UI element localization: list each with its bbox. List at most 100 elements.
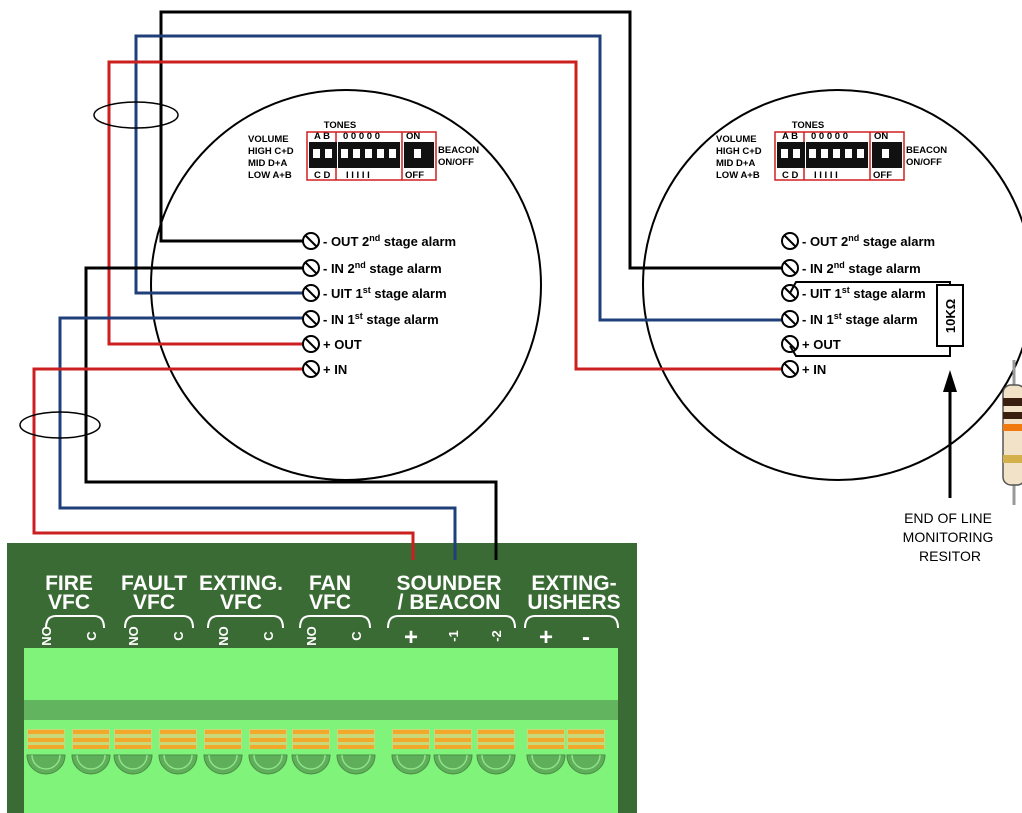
detector-2-dip-toggle xyxy=(793,149,800,158)
detector-1-dip-text: A B xyxy=(314,131,330,142)
detector-1-dip-text: C D xyxy=(314,170,331,181)
board-terminal-contact xyxy=(433,729,473,775)
board-group-title-line1: EXTING- xyxy=(531,572,616,595)
terminal-label-main: + IN xyxy=(323,362,347,377)
detector-2-screw-terminal xyxy=(781,232,799,250)
screw-slot xyxy=(304,337,318,351)
board-terminal-contact xyxy=(113,729,153,775)
detector-1-dip-text: OFF xyxy=(405,170,424,181)
detector-1-dip-text: BEACON xyxy=(438,145,479,156)
board-screw-opening xyxy=(248,754,288,775)
screw-slot xyxy=(304,234,318,248)
board-group-bracket xyxy=(387,615,516,629)
detector-2-screw-terminal xyxy=(781,259,799,277)
detector-2-dip-text: BEACON xyxy=(906,145,947,156)
detector-2-dip-text: TONES xyxy=(792,120,825,131)
detector-2-dip-text: VOLUME xyxy=(716,134,757,145)
detector-1-dip-toggle xyxy=(341,149,348,158)
wire-red-board-d1 xyxy=(32,367,415,560)
board-terminal-label: NO xyxy=(39,626,54,646)
board-terminal-contact xyxy=(248,729,288,775)
wire-blue-board-d1 xyxy=(58,316,457,560)
board-group-title-line1: FAN xyxy=(309,572,351,595)
board-terminal-contact xyxy=(71,729,111,775)
board-group-bracket xyxy=(207,615,284,629)
board-terminal-label: C xyxy=(171,631,186,641)
screw-slot xyxy=(783,234,797,248)
board-group-title-line2: UISHERS xyxy=(527,591,620,614)
detector-2-dip-toggle xyxy=(845,149,852,158)
eol-arrow-head xyxy=(943,370,957,392)
detector-2-terminal-label: - IN 1st stage alarm xyxy=(802,311,918,327)
board-screw-opening xyxy=(526,754,566,775)
terminal-label-sup: nd xyxy=(834,260,845,270)
terminal-label-main: - IN 2 xyxy=(802,261,834,276)
terminal-label-suffix: stage alarm xyxy=(850,286,926,301)
board-group-title-line1: FIRE xyxy=(45,572,93,595)
terminal-label-main: + OUT xyxy=(323,337,362,352)
detector-2-terminal-label: - IN 2nd stage alarm xyxy=(802,260,921,276)
board-terminal-label: + xyxy=(539,624,553,651)
detector-2-terminal-label: - OUT 2nd stage alarm xyxy=(802,233,935,249)
detector-1-dip-toggle xyxy=(414,149,421,158)
board-screw-opening xyxy=(291,754,331,775)
detector-2-dip-toggle xyxy=(833,149,840,158)
detector-2-screw-terminal xyxy=(781,360,799,378)
detector-2-dip-text: MID D+A xyxy=(716,158,755,169)
board-screw-opening xyxy=(476,754,516,775)
detector-2-dip-outline xyxy=(774,131,905,181)
wires xyxy=(32,10,782,560)
eol-resistor-wiring: 10KΩ xyxy=(789,281,964,357)
detector-2-dip-text: ON xyxy=(874,131,888,142)
terminal-label-sup: st xyxy=(355,311,363,321)
detector-1-dip-toggle xyxy=(353,149,360,158)
eol-note-line-1: END OF LINE xyxy=(904,510,992,526)
detector-2-dip-text: I I I I I xyxy=(814,170,838,181)
detector-1-dip-text: VOLUME xyxy=(248,134,289,145)
terminal-label-main: - OUT 2 xyxy=(323,234,369,249)
board-terminal-contact xyxy=(526,729,566,775)
board-terminal-contact xyxy=(291,729,331,775)
board-terminal-contact xyxy=(158,729,198,775)
detector-1-terminal-label: - UIT 1st stage alarm xyxy=(323,285,447,301)
detector-2-dip-text: C D xyxy=(782,170,799,181)
board-terminal-label: -1 xyxy=(446,630,461,642)
eol-note-line-2: MONITORING xyxy=(903,529,994,545)
terminal-label-main: + OUT xyxy=(802,337,841,352)
screw-slot xyxy=(783,337,797,351)
detector-2-terminal-label: + OUT xyxy=(802,337,841,352)
board-group-bracket xyxy=(299,615,371,629)
terminal-label-suffix: stage alarm xyxy=(371,286,447,301)
board-group-title-line1: FAULT xyxy=(121,572,187,595)
detector-2-circle xyxy=(642,89,1022,481)
cable-bundle-ellipse-bottom xyxy=(19,411,101,439)
screw-slot xyxy=(304,312,318,326)
detector-2-dip-text: ON/OFF xyxy=(906,157,942,168)
board-group-title-line2: VFC xyxy=(309,591,351,614)
board-terminal-contact xyxy=(203,729,243,775)
detector-1-dip-toggle xyxy=(377,149,384,158)
detector-2-dip-text: 0 0 0 0 0 xyxy=(811,131,848,142)
detector-2-dip-text: LOW A+B xyxy=(716,170,760,181)
detector-1-dip-toggle xyxy=(313,149,320,158)
board-group-title-line2: VFC xyxy=(133,591,175,614)
detector-1-dip-text: LOW A+B xyxy=(248,170,292,181)
board-group-bracket xyxy=(524,615,619,629)
detector-2-dip-toggle xyxy=(809,149,816,158)
board-terminal-label: C xyxy=(261,631,276,641)
board-group-bracket xyxy=(124,615,194,629)
terminal-block-ridge xyxy=(24,700,618,720)
terminal-label-main: - UIT 1 xyxy=(802,286,842,301)
board-terminal-label: NO xyxy=(216,626,231,646)
detector-1-terminal-label: - OUT 2nd stage alarm xyxy=(323,233,456,249)
wire-black-board-d1 xyxy=(84,266,498,560)
detector-1-screw-terminal xyxy=(302,360,320,378)
board-screw-opening xyxy=(203,754,243,775)
terminal-label-suffix: stage alarm xyxy=(842,312,918,327)
terminal-label-sup: st xyxy=(363,285,371,295)
board-group-title-line2: / BEACON xyxy=(398,591,501,614)
detector-2-terminal-label: - UIT 1st stage alarm xyxy=(802,285,926,301)
board-terminal-label: C xyxy=(349,631,364,641)
